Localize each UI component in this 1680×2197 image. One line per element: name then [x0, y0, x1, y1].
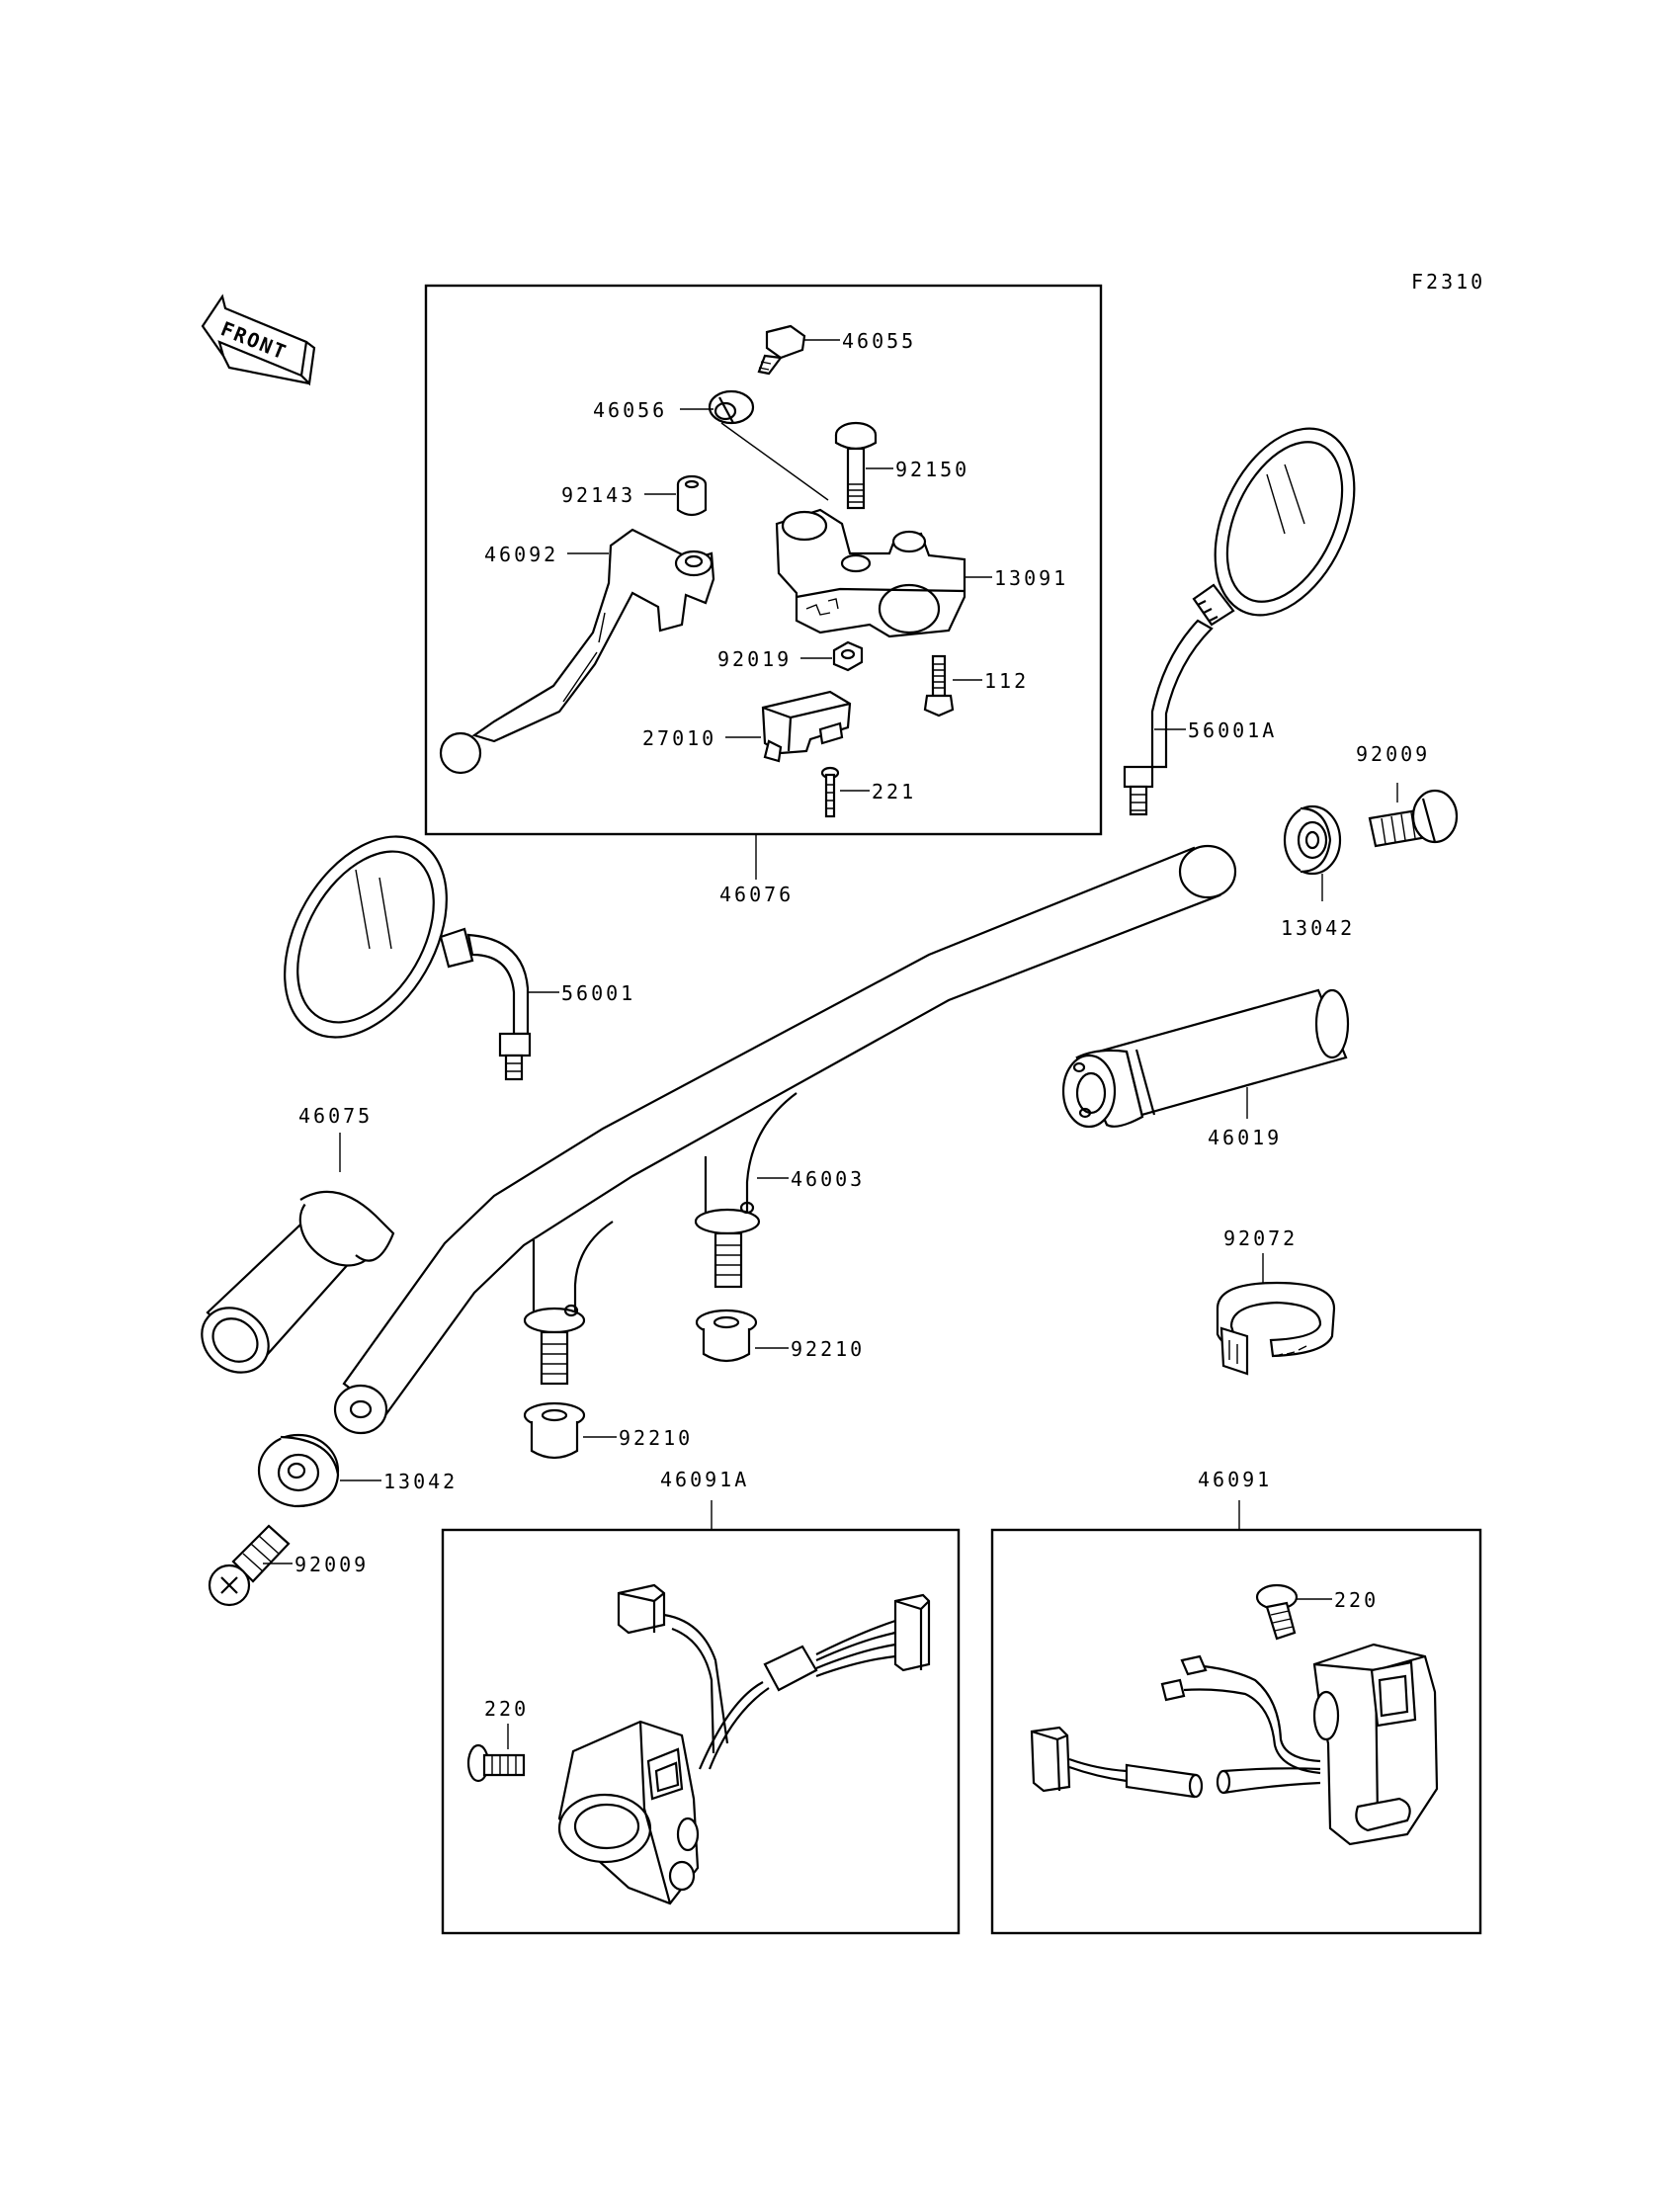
part-46003-handlebar	[333, 844, 1237, 1435]
label-92009-left: 92009	[294, 1553, 369, 1576]
label-46092: 46092	[484, 543, 558, 566]
part-46019-throttle-grip	[1061, 988, 1350, 1129]
label-46003: 46003	[791, 1167, 865, 1191]
part-13091-holder	[775, 508, 966, 638]
label-112: 112	[984, 669, 1029, 693]
part-46056-nut	[708, 389, 755, 425]
label-13042-left: 13042	[383, 1470, 458, 1493]
label-92210-a: 92210	[791, 1337, 865, 1361]
part-46075-left-grip	[201, 1190, 395, 1374]
label-220-b: 220	[1334, 1588, 1379, 1612]
label-56001: 56001	[561, 981, 635, 1005]
part-221-screw	[820, 766, 840, 818]
label-220-a: 220	[484, 1697, 529, 1721]
label-56001A: 56001A	[1188, 718, 1277, 742]
part-92009-right-bolt	[1368, 789, 1459, 848]
part-92143-bushing	[676, 474, 708, 517]
label-46055: 46055	[842, 329, 916, 353]
part-46092-lever	[439, 528, 715, 775]
part-46055-screw	[757, 324, 806, 376]
front-arrow-icon: FRONT	[201, 294, 316, 386]
part-46091A-left-switch	[557, 1583, 931, 1905]
part-27010-switch	[761, 690, 852, 763]
label-46019: 46019	[1208, 1126, 1282, 1149]
right-switch-box	[990, 1528, 1482, 1935]
label-46091A: 46091A	[660, 1468, 749, 1491]
lever-assembly-box	[424, 284, 1103, 836]
label-92210-b: 92210	[619, 1426, 693, 1450]
part-220-screw-b	[1255, 1583, 1299, 1641]
part-112-bolt	[923, 654, 955, 718]
part-92072-clamp-band	[1216, 1281, 1336, 1376]
part-56001-left-mirror	[284, 835, 532, 1081]
part-13042-left-weight	[257, 1433, 340, 1508]
part-92210-nut-a	[695, 1309, 758, 1363]
label-46091: 46091	[1198, 1468, 1272, 1491]
part-92150-bolt	[834, 421, 878, 510]
label-92019: 92019	[717, 647, 792, 671]
label-13091: 13091	[994, 566, 1068, 590]
label-27010: 27010	[642, 726, 716, 750]
label-92072: 92072	[1223, 1226, 1298, 1250]
left-switch-box	[441, 1528, 961, 1935]
figure-code: F2310	[1411, 270, 1485, 294]
label-92150: 92150	[895, 458, 969, 481]
label-46076: 46076	[719, 883, 794, 906]
part-56001A-right-mirror	[1123, 427, 1356, 816]
label-221: 221	[872, 780, 916, 803]
part-92210-nut-b	[523, 1401, 586, 1460]
label-92009-right: 92009	[1356, 742, 1430, 766]
label-46056: 46056	[593, 398, 667, 422]
part-220-screw-a	[466, 1743, 526, 1783]
part-92009-left-bolt	[208, 1524, 291, 1607]
label-46075: 46075	[298, 1104, 373, 1128]
part-46091-right-switch	[1030, 1643, 1439, 1846]
label-92143: 92143	[561, 483, 635, 507]
part-13042-right-weight	[1283, 804, 1342, 876]
part-92019-nut	[832, 640, 864, 672]
label-13042-right: 13042	[1281, 916, 1355, 940]
